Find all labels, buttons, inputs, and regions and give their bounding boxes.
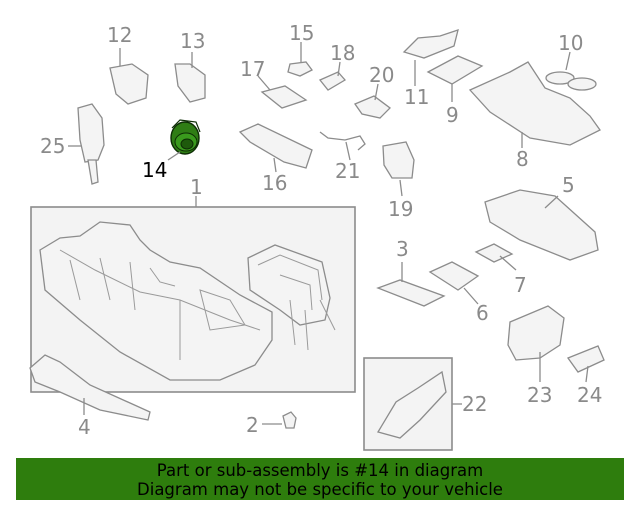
part-4-drawing <box>29 354 151 421</box>
part-2-drawing <box>282 411 297 429</box>
callout-19: 19 <box>388 197 413 221</box>
part-24-drawing <box>566 345 605 373</box>
callout-3: 3 <box>396 237 409 261</box>
callout-8: 8 <box>516 147 529 171</box>
callout-17: 17 <box>240 57 265 81</box>
callout-24: 24 <box>577 383 602 407</box>
banner-line-2: Diagram may not be specific to your vehi… <box>137 480 503 499</box>
callout-2: 2 <box>246 413 259 437</box>
callout-10: 10 <box>558 31 583 55</box>
part-8-drawing <box>468 61 601 146</box>
part-20-drawing <box>354 95 391 119</box>
callout-11: 11 <box>404 85 429 109</box>
part-22-drawing <box>377 370 447 439</box>
part-16-drawing <box>238 123 313 169</box>
part-6-drawing <box>428 261 480 291</box>
callout-25: 25 <box>40 134 65 158</box>
callout-numbers: 1 2 3 4 5 6 7 8 9 10 11 12 13 14 15 16 1… <box>40 21 602 439</box>
part-11-drawing <box>402 29 459 59</box>
callout-16: 16 <box>262 171 287 195</box>
callout-14: 14 <box>142 158 167 182</box>
leader-lines <box>68 42 589 425</box>
callout-20: 20 <box>369 63 394 87</box>
callout-7: 7 <box>514 273 527 297</box>
callout-18: 18 <box>330 41 355 65</box>
part-14-drawing <box>170 119 201 155</box>
banner-line-1: Part or sub-assembly is #14 in diagram <box>156 461 484 480</box>
callout-23: 23 <box>527 383 552 407</box>
callout-5: 5 <box>562 173 575 197</box>
part-7-drawing <box>474 243 514 263</box>
part-25-drawing <box>77 103 105 185</box>
part-12-drawing <box>109 63 149 105</box>
part-9-drawing <box>426 55 484 85</box>
part-13-drawing <box>174 63 206 103</box>
part-23-drawing <box>507 305 565 361</box>
part-15-drawing <box>287 61 313 77</box>
part-10-drawing <box>545 71 597 91</box>
part-21-drawing <box>319 131 366 151</box>
callout-15: 15 <box>289 21 314 45</box>
part-19-drawing <box>382 141 415 179</box>
callout-9: 9 <box>446 103 459 127</box>
callout-1: 1 <box>190 175 203 199</box>
callout-6: 6 <box>476 301 489 325</box>
console-body-drawing <box>39 221 336 381</box>
callout-12: 12 <box>107 23 132 47</box>
info-banner: Part or sub-assembly is #14 in diagram D… <box>16 458 624 500</box>
callout-4: 4 <box>78 415 91 439</box>
part-5-drawing <box>484 189 599 261</box>
callout-13: 13 <box>180 29 205 53</box>
part-17-drawing <box>260 85 308 109</box>
part-3-drawing <box>376 279 446 307</box>
callout-21: 21 <box>335 159 360 183</box>
part-18-drawing <box>318 71 347 91</box>
callout-22: 22 <box>462 392 487 416</box>
